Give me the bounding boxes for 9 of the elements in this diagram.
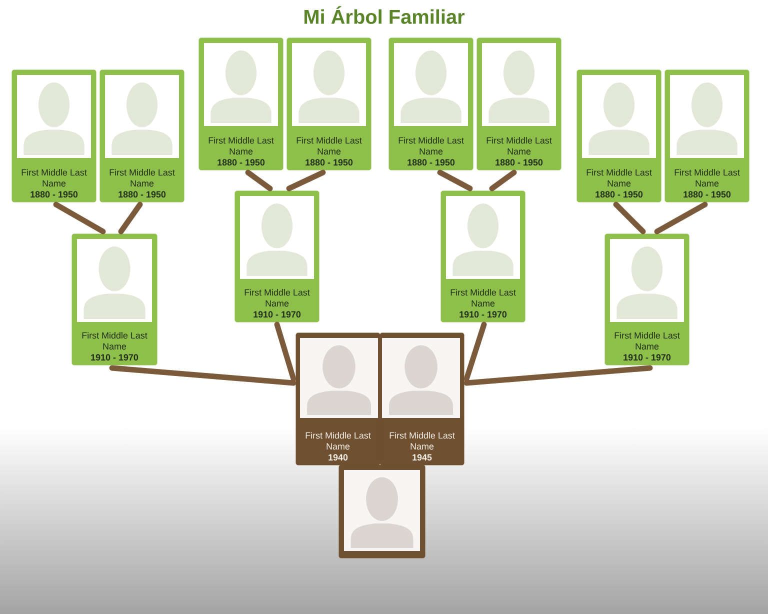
branch-line: [274, 322, 296, 382]
title: Mi Árbol Familiar: [304, 6, 465, 24]
branch-line: [654, 202, 708, 234]
branch-line: [489, 170, 517, 192]
branch-line: [118, 202, 143, 234]
branch-line: [245, 170, 273, 192]
branch-line: [613, 202, 646, 234]
branch-line: [53, 202, 106, 234]
branch-line: [464, 322, 487, 382]
